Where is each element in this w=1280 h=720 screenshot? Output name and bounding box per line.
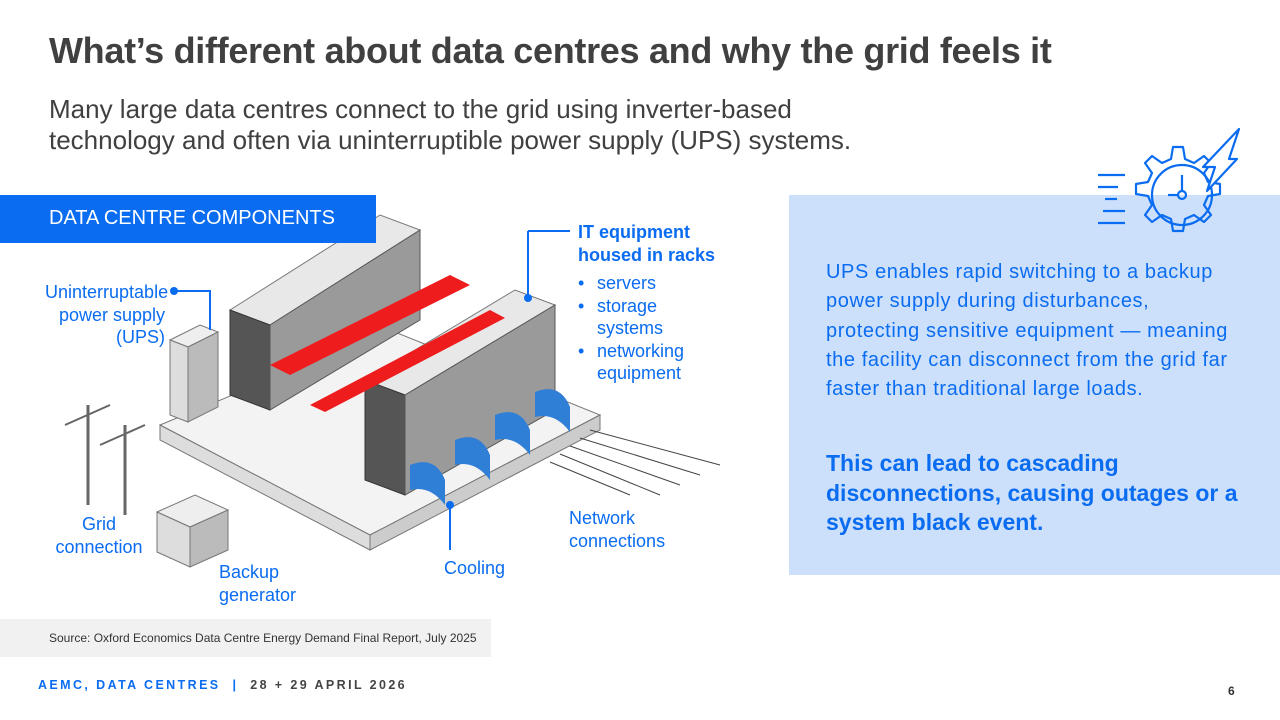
it-item: servers (578, 272, 728, 295)
it-equipment-label: IT equipment housed in racks servers sto… (578, 221, 728, 385)
it-item: networking equipment (578, 340, 698, 385)
it-title: IT equipment housed in racks (578, 222, 716, 265)
page-number: 6 (1228, 684, 1235, 698)
slide-title: What’s different about data centres and … (49, 30, 1052, 71)
footer: AEMC, DATA CENTRES | 28 + 29 APRIL 2026 (38, 678, 407, 692)
footer-separator: | (232, 678, 239, 692)
info-panel (789, 195, 1280, 575)
slide-subtitle: Many large data centres connect to the g… (49, 94, 852, 155)
footer-org: AEMC, DATA CENTRES (38, 678, 221, 692)
grid-connection-label: Grid connection (55, 514, 143, 557)
server-racks (228, 214, 557, 496)
gear-clock-lightning-icon (1098, 127, 1240, 233)
backup-generator (155, 494, 230, 568)
panel-emphasis: This can lead to cascading disconnection… (826, 450, 1238, 535)
cooling-label: Cooling (444, 558, 506, 578)
data-centre-illustration (64, 214, 721, 568)
network-connections-label: Network connections (569, 508, 666, 551)
panel-text: UPS enables rapid switching to a backup … (826, 261, 1228, 401)
ups-label: Uninterruptable power supply (UPS) (45, 282, 169, 347)
section-tag: DATA CENTRE COMPONENTS (0, 195, 376, 243)
ups-cabinet (168, 324, 220, 423)
source-note: Source: Oxford Economics Data Centre Ene… (0, 619, 491, 657)
backup-generator-label: Backup generator (219, 562, 297, 605)
footer-date: 28 + 29 APRIL 2026 (250, 678, 408, 692)
power-poles (64, 404, 146, 515)
cooling-units (410, 389, 570, 505)
it-item: storage systems (578, 295, 678, 340)
